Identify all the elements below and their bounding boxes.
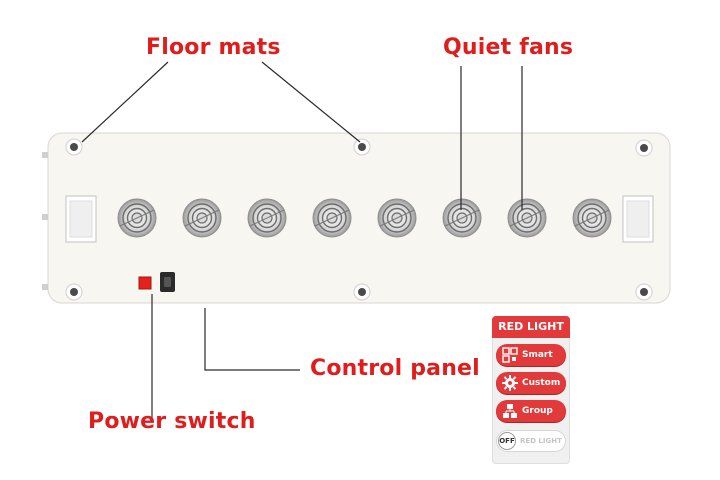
side-clips: [42, 152, 48, 290]
floor-mat-foot-icon: [65, 138, 83, 156]
custom-button-label: Custom: [522, 378, 561, 388]
control-panel-leader: [204, 308, 300, 371]
smart-button-label: Smart: [522, 350, 553, 360]
floor-mat-foot-icon: [635, 139, 653, 157]
toggle-mode-label: RED LIGHT: [520, 437, 562, 445]
right-handle: [622, 195, 654, 243]
control-panel-card: RED LIGHT Smart Custom: [492, 316, 570, 464]
red-light-toggle[interactable]: OFF RED LIGHT: [496, 430, 566, 452]
floor-mat-foot-icon: [65, 283, 83, 301]
power-switch-icon: [138, 276, 152, 290]
power-switch-label: Power switch: [88, 409, 256, 434]
group-icon: [503, 404, 517, 418]
fan-row: [117, 198, 612, 238]
fan-icon: [247, 198, 287, 238]
control-panel-label: Control panel: [310, 356, 480, 381]
fan-icon: [182, 198, 222, 238]
left-handle: [65, 195, 97, 243]
custom-button[interactable]: Custom: [496, 372, 566, 394]
floor-mat-leader-right: [261, 61, 361, 143]
gear-icon: [502, 375, 518, 391]
fan-icon: [117, 198, 157, 238]
floor-mat-foot-icon: [353, 138, 371, 156]
floor-mat-leader-left: [81, 61, 169, 143]
quiet-fans-label: Quiet fans: [443, 35, 574, 60]
grid-icon: [502, 347, 518, 363]
panel-title: RED LIGHT: [492, 316, 570, 338]
fan-icon: [572, 198, 612, 238]
floor-mats-label: Floor mats: [146, 35, 281, 60]
fan-icon: [377, 198, 417, 238]
group-button-label: Group: [522, 406, 553, 416]
fan-icon: [312, 198, 352, 238]
fan-icon: [442, 198, 482, 238]
floor-mat-foot-icon: [353, 283, 371, 301]
floor-mat-feet: [65, 138, 653, 301]
smart-button[interactable]: Smart: [496, 344, 566, 366]
toggle-knob[interactable]: OFF: [498, 432, 516, 450]
power-socket-icon: [160, 272, 175, 292]
fan-icon: [507, 198, 547, 238]
group-button[interactable]: Group: [496, 400, 566, 422]
floor-mat-foot-icon: [635, 283, 653, 301]
